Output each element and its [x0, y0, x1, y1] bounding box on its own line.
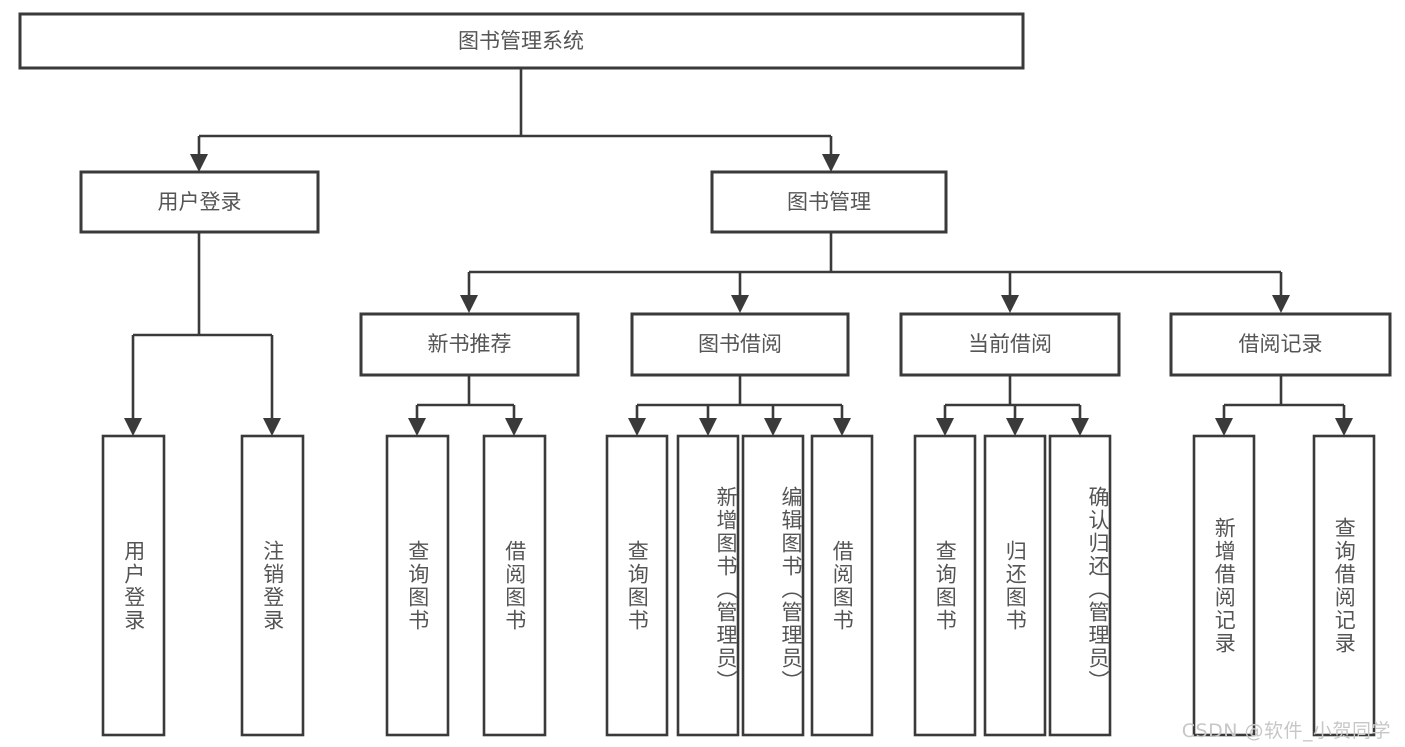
node-borrow-record-label: 借阅记录 [1239, 332, 1323, 356]
node-leaf-query-book-3-box[interactable] [913, 434, 977, 737]
arrow-to-leaf-user-logout [263, 418, 281, 436]
node-new-book-recommend[interactable]: 新书推荐 [359, 312, 580, 377]
node-leaf-query-book-1-box[interactable] [385, 434, 450, 737]
arrow-to-current-borrow [1001, 295, 1019, 313]
arrow-to-leaf-query-record [1335, 418, 1353, 436]
node-leaf-edit-book-box[interactable] [741, 434, 805, 737]
arrow-to-borrow-record [1272, 295, 1290, 313]
arrow-to-book-management [822, 154, 840, 172]
arrow-to-leaf-borrow-book-2 [833, 418, 851, 436]
node-current-borrow-label: 当前借阅 [968, 332, 1052, 356]
arrow-to-leaf-borrow-book-1 [505, 418, 523, 436]
node-leaf-add-record-box[interactable] [1192, 434, 1256, 737]
node-root-label: 图书管理系统 [458, 29, 584, 53]
node-user-login-box[interactable] [79, 170, 320, 234]
node-borrow-record-box[interactable] [1169, 312, 1392, 377]
node-book-borrow[interactable]: 图书借阅 [630, 312, 850, 377]
node-user-login[interactable]: 用户登录 [79, 170, 320, 234]
node-current-borrow[interactable]: 当前借阅 [899, 312, 1121, 377]
node-leaf-query-record-box[interactable] [1312, 434, 1376, 737]
watermark-text: CSDN @软件_小贺同学 [1181, 720, 1391, 742]
node-book-borrow-label: 图书借阅 [698, 332, 782, 356]
node-root-box[interactable] [18, 12, 1025, 70]
node-leaf-borrow-book-2-box[interactable] [810, 434, 874, 737]
node-leaf-user-login-box[interactable] [101, 434, 166, 737]
node-current-borrow-box[interactable] [899, 312, 1121, 377]
node-leaf-confirm-return-box[interactable] [1048, 434, 1112, 737]
arrow-to-leaf-user-login [124, 418, 142, 436]
arrow-to-user-login [190, 154, 208, 172]
arrow-to-leaf-query-book-1 [408, 418, 426, 436]
node-book-management-label: 图书管理 [787, 190, 871, 214]
node-leaf-user-logout-box[interactable] [240, 434, 305, 737]
arrow-to-leaf-edit-book [764, 418, 782, 436]
arrow-to-new-book-recommend [460, 295, 478, 313]
node-borrow-record[interactable]: 借阅记录 [1169, 312, 1392, 377]
connector-layer [124, 68, 1353, 436]
node-book-borrow-box[interactable] [630, 312, 850, 377]
arrow-to-leaf-query-book-2 [628, 418, 646, 436]
arrow-to-leaf-confirm-return [1071, 418, 1089, 436]
arrow-to-leaf-return-book [1006, 418, 1024, 436]
node-leaf-add-book-box[interactable] [676, 434, 740, 737]
arrow-to-book-borrow [731, 295, 749, 313]
arrow-to-leaf-add-record [1215, 418, 1233, 436]
node-book-management[interactable]: 图书管理 [710, 170, 948, 234]
node-leaf-borrow-book-1-box[interactable] [482, 434, 547, 737]
node-leaf-return-book-box[interactable] [983, 434, 1047, 737]
arrow-to-leaf-add-book [699, 418, 717, 436]
node-leaf-query-book-2-box[interactable] [605, 434, 669, 737]
node-book-management-box[interactable] [710, 170, 948, 234]
node-new-book-recommend-box[interactable] [359, 312, 580, 377]
node-new-book-recommend-label: 新书推荐 [428, 332, 512, 356]
node-root[interactable]: 图书管理系统 [18, 12, 1025, 70]
arrow-to-leaf-query-book-3 [936, 418, 954, 436]
node-user-login-label: 用户登录 [158, 190, 242, 214]
